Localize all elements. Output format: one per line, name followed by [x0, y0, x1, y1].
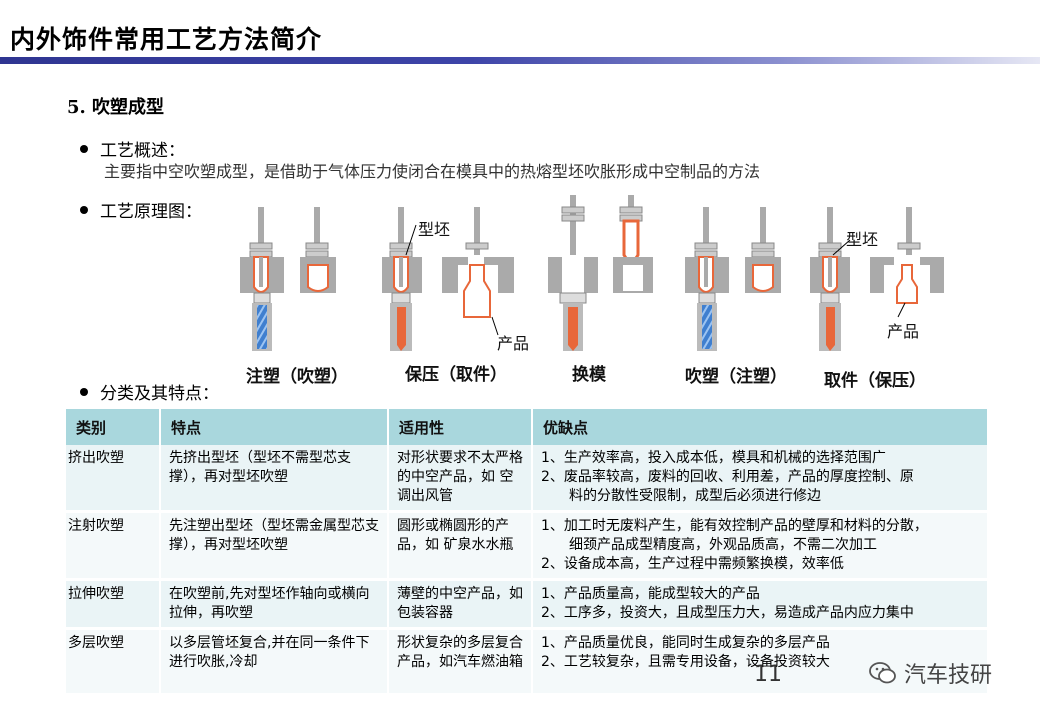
classification-label: 分类及其特点： — [100, 384, 219, 404]
section-heading: 5. 吹塑成型 — [67, 97, 165, 118]
bullet-dot-icon — [80, 145, 88, 153]
row-pros-cons: 1、产品质量高，能成型较大的产品 2、工序多，投资大，且成型压力大，易造成产品内… — [532, 579, 989, 630]
stage-label-1: 注塑（吹塑） — [246, 367, 348, 387]
overview-text: 主要指中空吹塑成型，是借助于气体压力使闭合在模具中的热熔型坯吹胀形成中空制品的方… — [104, 162, 761, 181]
row-pros-cons: 1、产品质量优良，能同时生成复杂的多层产品 2、工艺较复杂，且需专用设备，设备投… — [532, 628, 989, 696]
stage-label-2: 保压（取件） — [405, 365, 507, 385]
pros-cons-line: 1、产品质量高，能成型较大的产品 — [541, 586, 760, 602]
stage-label-5: 取件（保压） — [824, 371, 926, 391]
product-callout-2: 产品 — [887, 322, 920, 341]
stage-1-figure — [240, 207, 336, 351]
stage-4-figure — [685, 207, 781, 351]
stage-label-4: 吹塑（注塑） — [685, 367, 787, 387]
bullet-overview: 工艺概述： — [80, 136, 185, 161]
pros-cons-line: 1、加工时无废料产生，能有效控制产品的壁厚和材料的分散， — [541, 518, 928, 534]
stage-2-figure — [382, 207, 514, 351]
pros-cons-line: 2、设备成本高，生产过程中需频繁换模，效率低 — [541, 556, 844, 572]
stage-5-figure — [810, 207, 944, 351]
title-bar — [0, 57, 1040, 64]
table-row: 挤出吹塑 先挤出型坯（型坯不需型芯支撑），再对型坯吹塑 对形状要求不太严格的中空… — [66, 445, 989, 513]
bullet-dot-icon — [80, 388, 88, 396]
bullet-classification: 分类及其特点： — [80, 379, 219, 404]
pros-cons-line: 2、工序多，投资大，且成型压力大，易造成产品内应力集中 — [541, 605, 914, 621]
table-header-category: 类别 — [66, 409, 161, 445]
classification-table: 类别 特点 适用性 优缺点 挤出吹塑 先挤出型坯（型坯不需型芯支撑），再对型坯吹… — [66, 409, 989, 696]
row-feature: 以多层管坯复合,并在同一条件下进行吹胀,冷却 — [160, 628, 389, 696]
bullet-dot-icon — [80, 206, 88, 214]
overview-label: 工艺概述： — [100, 141, 185, 161]
table-header-pros-cons: 优缺点 — [532, 409, 989, 445]
table-header-feature: 特点 — [160, 409, 389, 445]
principle-label: 工艺原理图： — [100, 202, 202, 222]
row-application: 薄壁的中空产品，如包装容器 — [388, 579, 533, 630]
table-header-application: 适用性 — [388, 409, 533, 445]
row-feature: 先注塑出型坯（型坯需金属型芯支撑），再对型坯吹塑 — [160, 511, 389, 581]
pros-cons-line: 料的分散性受限制，成型后必须进行修边 — [569, 488, 821, 504]
process-diagram — [240, 195, 944, 351]
pros-cons-line: 1、生产效率高，投入成本低，模具和机械的选择范围广 — [541, 450, 886, 466]
pros-cons-line: 细颈产品成型精度高，外观品质高，不需二次加工 — [569, 537, 877, 553]
product-callout-1: 产品 — [497, 334, 530, 353]
stage-3-figure — [548, 195, 653, 351]
pros-cons-line: 2、工艺较复杂，且需专用设备，设备投资较大 — [541, 654, 830, 670]
row-application: 形状复杂的多层复合产品，如汽车燃油箱 — [388, 628, 533, 696]
table-row: 注射吹塑 先注塑出型坯（型坯需金属型芯支撑），再对型坯吹塑 圆形或椭圆形的产品，… — [66, 511, 989, 581]
wechat-icon — [869, 662, 896, 684]
stage-label-3: 换模 — [572, 365, 606, 385]
pros-cons-line: 1、产品质量优良，能同时生成复杂的多层产品 — [541, 635, 830, 651]
row-feature: 先挤出型坯（型坯不需型芯支撑），再对型坯吹塑 — [160, 445, 389, 513]
row-application: 圆形或椭圆形的产品，如 矿泉水水瓶 — [388, 511, 533, 581]
row-pros-cons: 1、加工时无废料产生，能有效控制产品的壁厚和材料的分散， 细颈产品成型精度高，外… — [532, 511, 989, 581]
bullet-principle: 工艺原理图： — [80, 197, 202, 222]
table-row: 多层吹塑 以多层管坯复合,并在同一条件下进行吹胀,冷却 形状复杂的多层复合产品，… — [66, 628, 989, 696]
parison-callout-1: 型坯 — [418, 220, 451, 239]
watermark-text: 汽车技研 — [904, 663, 993, 688]
pros-cons-line: 2、废品率较高，废料的回收、利用差，产品的厚度控制、原 — [541, 469, 914, 485]
slide-title: 内外饰件常用工艺方法简介 — [10, 25, 323, 54]
page-number: 11 — [754, 662, 782, 687]
watermark: 汽车技研 — [868, 657, 992, 689]
table-row: 拉伸吹塑 在吹塑前,先对型坯作轴向或横向拉伸，再吹塑 薄壁的中空产品，如包装容器… — [66, 579, 989, 630]
row-feature: 在吹塑前,先对型坯作轴向或横向拉伸，再吹塑 — [160, 579, 389, 630]
row-category: 挤出吹塑 — [66, 445, 161, 513]
row-pros-cons: 1、生产效率高，投入成本低，模具和机械的选择范围广 2、废品率较高，废料的回收、… — [532, 445, 989, 513]
row-category: 注射吹塑 — [66, 511, 161, 581]
parison-callout-2: 型坯 — [846, 230, 879, 249]
row-category: 拉伸吹塑 — [66, 579, 161, 630]
table-header-row: 类别 特点 适用性 优缺点 — [66, 409, 989, 445]
row-application: 对形状要求不太严格的中空产品，如 空调出风管 — [388, 445, 533, 513]
row-category: 多层吹塑 — [66, 628, 161, 696]
